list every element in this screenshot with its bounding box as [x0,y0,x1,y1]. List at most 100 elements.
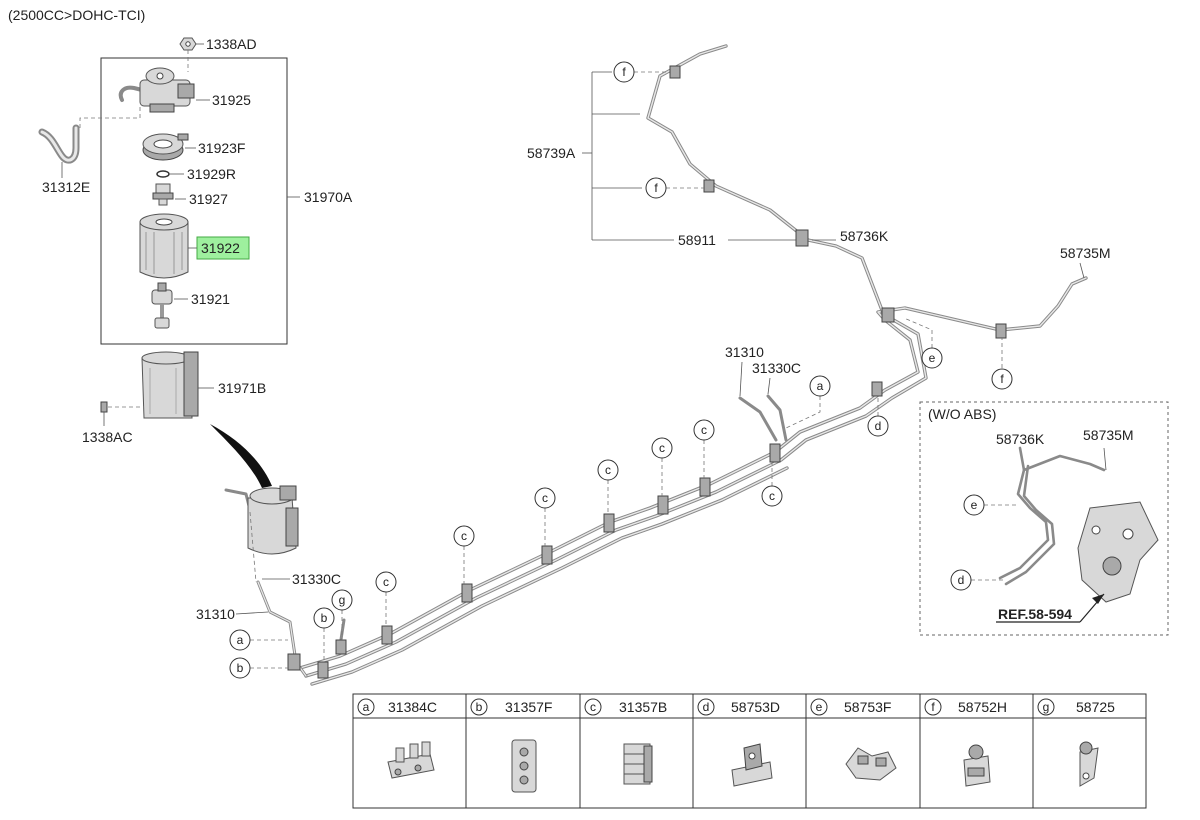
svg-text:c: c [701,423,707,437]
svg-text:a: a [363,700,370,714]
svg-text:58752H: 58752H [958,699,1007,715]
inset-callout-d[interactable]: d [950,569,1006,591]
part-label-58911[interactable]: 58911 [678,232,716,248]
part-label-31921[interactable]: 31921 [191,291,230,307]
hose-31312E-icon [38,124,80,164]
callout-c-4[interactable]: c [761,462,783,507]
inset-ref-label[interactable]: REF.58-594 [998,606,1072,622]
svg-text:58753F: 58753F [844,699,891,715]
inset-lines [998,446,1107,586]
svg-text:e: e [929,351,936,365]
filter-cartridge-31922-icon [139,213,189,279]
part-label-31923F[interactable]: 31923F [198,140,245,156]
callout-c-6[interactable]: c [453,525,475,584]
part-label-58739A[interactable]: 58739A [527,145,576,161]
heater-31923F-icon [142,133,189,161]
part-label-31310-upper[interactable]: 31310 [725,344,764,360]
filter-head-31925-icon [118,67,195,113]
inset-callout-e[interactable]: e [963,494,1018,516]
callout-f-2[interactable]: f [645,177,704,199]
clip-58753F-icon [845,747,897,781]
bracket-58725-icon [1079,741,1099,787]
svg-text:e: e [816,700,823,714]
svg-text:d: d [958,573,965,587]
assembled-filter-icon [224,485,299,555]
svg-text:58753D: 58753D [731,699,780,715]
svg-text:c: c [769,489,775,503]
callout-c-2[interactable]: c [651,437,673,496]
clip-31357B-icon [623,743,653,785]
oring-31929R-icon [156,170,170,178]
legend-cell-a[interactable]: a 31384C [357,698,437,716]
callout-e-1[interactable]: e [903,317,943,369]
part-label-31330C-lower[interactable]: 31330C [292,571,341,587]
part-label-31929R[interactable]: 31929R [187,166,236,182]
legend-cell-b[interactable]: b 31357F [470,698,552,716]
inset-title: (W/O ABS) [928,406,996,422]
svg-text:a: a [817,379,824,393]
part-label-31310-lower[interactable]: 31310 [196,606,235,622]
callout-a-2[interactable]: a [229,629,288,651]
part-label-58736K[interactable]: 58736K [840,228,889,244]
legend-cell-f[interactable]: f 58752H [924,698,1007,716]
line-clips [287,65,1007,679]
callout-c-7[interactable]: c [375,571,397,626]
callout-c-3[interactable]: c [597,459,619,514]
sensor-31927-icon [152,183,174,206]
svg-text:f: f [1000,372,1004,386]
callout-c-1[interactable]: c [693,419,715,478]
callout-c-5[interactable]: c [534,487,556,546]
callout-g-1[interactable]: g [331,589,353,640]
legend-cell-e[interactable]: e 58753F [810,698,891,716]
legend-cell-d[interactable]: d 58753D [697,698,780,716]
assembly-arrow-icon [210,424,272,488]
part-label-58735M[interactable]: 58735M [1060,245,1111,261]
part-label-31330C-upper[interactable]: 31330C [752,360,801,376]
callout-b-2[interactable]: b [229,657,290,679]
part-label-31927[interactable]: 31927 [189,191,228,207]
svg-text:c: c [659,441,665,455]
svg-text:e: e [971,498,978,512]
svg-text:31357F: 31357F [505,699,552,715]
callout-f-3[interactable]: f [991,338,1013,390]
svg-text:c: c [605,463,611,477]
svg-text:d: d [703,700,710,714]
part-label-31971B[interactable]: 31971B [218,380,266,396]
svg-text:f: f [654,181,658,195]
inset-part-label-58736K[interactable]: 58736K [996,431,1045,447]
clip-31357F-icon [511,739,537,793]
filter-assembly-box [100,57,288,345]
part-label-1338AD[interactable]: 1338AD [206,36,257,52]
clip-58752H-icon [963,744,991,787]
svg-text:b: b [321,611,328,625]
part-label-1338AC[interactable]: 1338AC [82,429,133,445]
svg-text:c: c [383,575,389,589]
nut-1338AD-icon [179,37,197,51]
part-label-31925[interactable]: 31925 [212,92,251,108]
legend-cell-g[interactable]: g 58725 [1037,698,1115,716]
callout-b-1[interactable]: b [313,607,335,662]
legend-cell-c[interactable]: c 31357B [584,698,667,716]
svg-text:f: f [931,700,935,714]
svg-text:c: c [542,491,548,505]
bracket-31971B-icon [141,351,199,419]
svg-text:b: b [476,700,483,714]
water-sensor-31921-icon [151,282,173,329]
svg-text:c: c [590,700,596,714]
callout-d-1[interactable]: d [867,396,889,437]
part-label-31922[interactable]: 31922 [201,240,240,256]
svg-text:f: f [622,65,626,79]
clip-31384C-icon [387,741,435,779]
svg-text:a: a [237,633,244,647]
callout-f-1[interactable]: f [613,61,668,83]
diagram-title: (2500CC>DOHC-TCI) [8,7,145,23]
inset-part-label-58735M[interactable]: 58735M [1083,427,1134,443]
inset-abs-bracket-icon [1077,501,1159,603]
part-label-31312E[interactable]: 31312E [42,179,90,195]
svg-text:d: d [875,419,882,433]
svg-text:g: g [339,593,346,607]
svg-text:31384C: 31384C [388,699,437,715]
callout-a-1[interactable]: a [785,375,831,429]
part-label-31970A[interactable]: 31970A [304,189,353,205]
